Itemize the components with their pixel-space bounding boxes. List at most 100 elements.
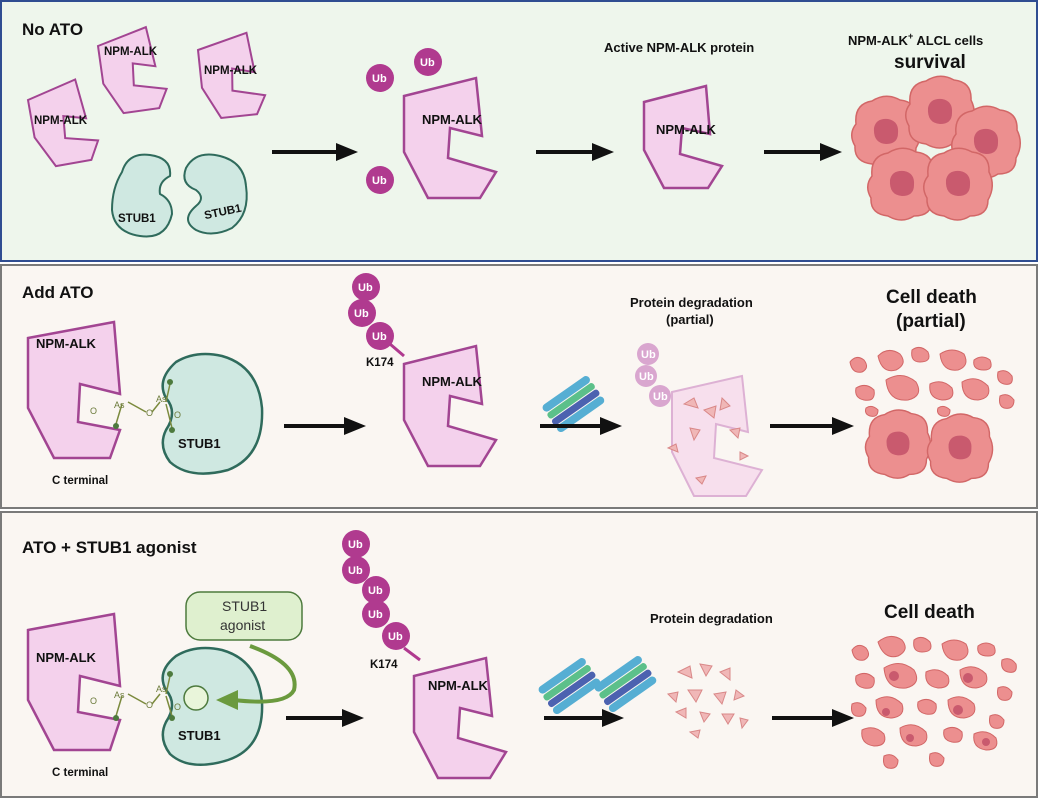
proteasome [538, 658, 601, 715]
panel-title-ato-agonist: ATO + STUB1 agonist [22, 538, 197, 557]
panel-title-add-ato: Add ATO [22, 283, 93, 302]
ubiquitin: Ub [362, 600, 390, 628]
k174-label: K174 [366, 357, 394, 369]
flow-arrow [540, 417, 622, 435]
cell [926, 413, 994, 483]
agonist-arrowhead [216, 690, 238, 710]
flow-arrow [770, 417, 854, 435]
svg-text:Ub: Ub [354, 308, 369, 320]
svg-text:Ub: Ub [372, 73, 387, 85]
svg-text:Ub: Ub [372, 331, 387, 343]
outcome-partial: (partial) [896, 311, 966, 332]
npm-alk-label: NPM-ALK [422, 374, 483, 389]
stub1-shape [161, 646, 264, 767]
flow-arrow [284, 417, 366, 435]
npm-alk-label: NPM-ALK [204, 65, 258, 77]
protein-fragments [666, 396, 750, 485]
c-terminal-label: C terminal [52, 475, 108, 487]
stub1-label: STUB1 [178, 728, 221, 743]
ubiquitin: Ub [366, 166, 394, 194]
svg-text:Ub: Ub [368, 585, 383, 597]
npm-alk-shape [26, 612, 122, 752]
stub1-shape [110, 153, 174, 238]
outcome-cell-death: Cell death [884, 602, 975, 623]
flow-arrow [764, 143, 842, 161]
degradation-label-partial: (partial) [666, 312, 714, 327]
c-terminal-label: C terminal [52, 767, 108, 779]
npm-alk-label: NPM-ALK [36, 650, 97, 665]
cells-label: NPM-ALK+ ALCL cells [848, 31, 983, 48]
ubiquitin: Ub [414, 48, 442, 76]
arsenic-label: As [114, 690, 125, 700]
ubiquitin-faded: Ub [649, 385, 671, 407]
oxygen-label: O [174, 410, 181, 420]
flow-arrow [272, 143, 358, 161]
stub1-label: STUB1 [178, 436, 221, 451]
ubiquitin: Ub [342, 556, 370, 584]
ubiquitin: Ub [366, 322, 394, 350]
svg-text:Ub: Ub [372, 175, 387, 187]
flow-arrow [544, 709, 624, 727]
ubiquitin: Ub [352, 273, 380, 301]
cell-fragments [851, 636, 1017, 769]
cell [864, 409, 932, 479]
outcome-survival: survival [894, 52, 966, 73]
ubiquitin-faded: Ub [635, 365, 657, 387]
ubiquitin: Ub [366, 64, 394, 92]
active-protein-label: Active NPM-ALK protein [604, 40, 754, 55]
npm-alk-shape [26, 320, 122, 460]
flow-arrow [536, 143, 614, 161]
degradation-label: Protein degradation [650, 611, 773, 626]
stub1-shape [183, 153, 248, 235]
svg-text:Ub: Ub [388, 631, 403, 643]
arsenic-label: As [156, 684, 167, 694]
oxygen-label: O [146, 408, 153, 418]
ubiquitin: Ub [342, 530, 370, 558]
flow-arrow [772, 709, 854, 727]
proteasome [594, 656, 657, 713]
ubiquitin-faded: Ub [637, 343, 659, 365]
arsenic-label: As [156, 394, 167, 404]
svg-text:Ub: Ub [653, 391, 668, 403]
oxygen-label: O [90, 696, 97, 706]
stub1-label: STUB1 [118, 213, 156, 225]
ubiquitin: Ub [382, 622, 410, 650]
agonist-binding-site [183, 685, 209, 711]
agonist-box [185, 591, 303, 641]
agonist-label: STUB1 [222, 598, 267, 614]
proteasome [542, 376, 605, 433]
npm-alk-label: NPM-ALK [428, 678, 489, 693]
cell-fragments [849, 346, 1015, 417]
svg-text:Ub: Ub [348, 565, 363, 577]
panel-no-ato: No ATO NPM-ALK NPM-ALK NPM-ALK STUB1 STU… [0, 0, 1038, 262]
npm-alk-label: NPM-ALK [656, 122, 717, 137]
npm-alk-label: NPM-ALK [104, 46, 158, 58]
flow-arrow [286, 709, 364, 727]
svg-text:Ub: Ub [358, 282, 373, 294]
svg-text:Ub: Ub [639, 371, 654, 383]
agonist-label: agonist [220, 617, 265, 633]
active-npm-alk-protein [642, 84, 724, 190]
outcome-cell-death: Cell death [886, 287, 977, 308]
npm-alk-label: NPM-ALK [34, 115, 88, 127]
svg-text:Ub: Ub [348, 539, 363, 551]
npm-alk-label: NPM-ALK [36, 336, 97, 351]
arsenic-label: As [114, 400, 125, 410]
svg-text:Ub: Ub [420, 57, 435, 69]
npm-alk-label: NPM-ALK [422, 112, 483, 127]
arsenic-bridge [113, 671, 175, 721]
oxygen-label: O [174, 702, 181, 712]
oxygen-label: O [90, 406, 97, 416]
cell [922, 147, 994, 221]
svg-text:Ub: Ub [368, 609, 383, 621]
ubiquitin: Ub [362, 576, 390, 604]
panel-title-no-ato: No ATO [22, 20, 83, 39]
degradation-label: Protein degradation [630, 295, 753, 310]
svg-text:Ub: Ub [641, 349, 656, 361]
arsenic-bridge [113, 379, 175, 433]
ubiquitin: Ub [348, 299, 376, 327]
stub1-shape [161, 352, 264, 475]
panel-add-ato: Add ATO NPM-ALK STUB1 As O As O O C term… [0, 264, 1038, 509]
panel-ato-agonist: ATO + STUB1 agonist NPM-ALK STUB1 As O A… [0, 511, 1038, 798]
